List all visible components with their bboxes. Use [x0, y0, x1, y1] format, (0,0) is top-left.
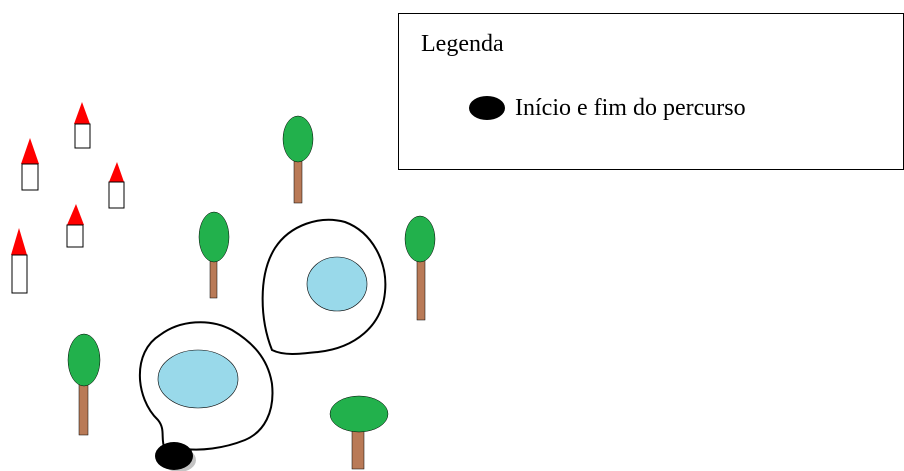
legend-title: Legenda — [421, 31, 504, 57]
tree — [67, 333, 101, 436]
tree — [404, 215, 436, 321]
house-roof-icon — [109, 162, 124, 182]
tree — [329, 395, 389, 470]
house-body — [108, 181, 125, 209]
house — [11, 228, 28, 294]
legend-item-label: Início e fim do percurso — [515, 95, 746, 121]
house-body — [66, 224, 84, 248]
house-roof-icon — [67, 204, 84, 225]
tree-trunk — [78, 382, 89, 436]
start-end-marker-icon — [155, 442, 193, 470]
house — [21, 138, 39, 191]
start-end-marker-icon — [469, 96, 505, 120]
house-roof-icon — [74, 102, 90, 124]
tree — [198, 211, 230, 299]
house-roof-icon — [21, 138, 39, 164]
house-roof-icon — [11, 228, 27, 255]
tree-crown-icon — [198, 211, 230, 263]
legend-box: Legenda Início e fim do percurso — [398, 13, 904, 170]
house — [74, 102, 91, 149]
tree-crown-icon — [282, 115, 314, 163]
house-body — [21, 163, 39, 191]
house-body — [74, 123, 91, 149]
lake-right — [306, 256, 368, 312]
tree-crown-icon — [67, 333, 101, 387]
lake-left — [157, 349, 239, 409]
legend-item: Início e fim do percurso — [469, 96, 746, 120]
tree-trunk — [416, 257, 426, 321]
route-path — [139, 218, 387, 451]
house — [66, 204, 84, 248]
house-body — [11, 254, 28, 294]
house — [108, 162, 125, 209]
tree-trunk — [209, 257, 218, 299]
tree — [282, 115, 314, 204]
tree-crown-icon — [329, 395, 389, 433]
tree-trunk — [293, 158, 303, 204]
tree-trunk — [351, 429, 365, 470]
tree-crown-icon — [404, 215, 436, 263]
